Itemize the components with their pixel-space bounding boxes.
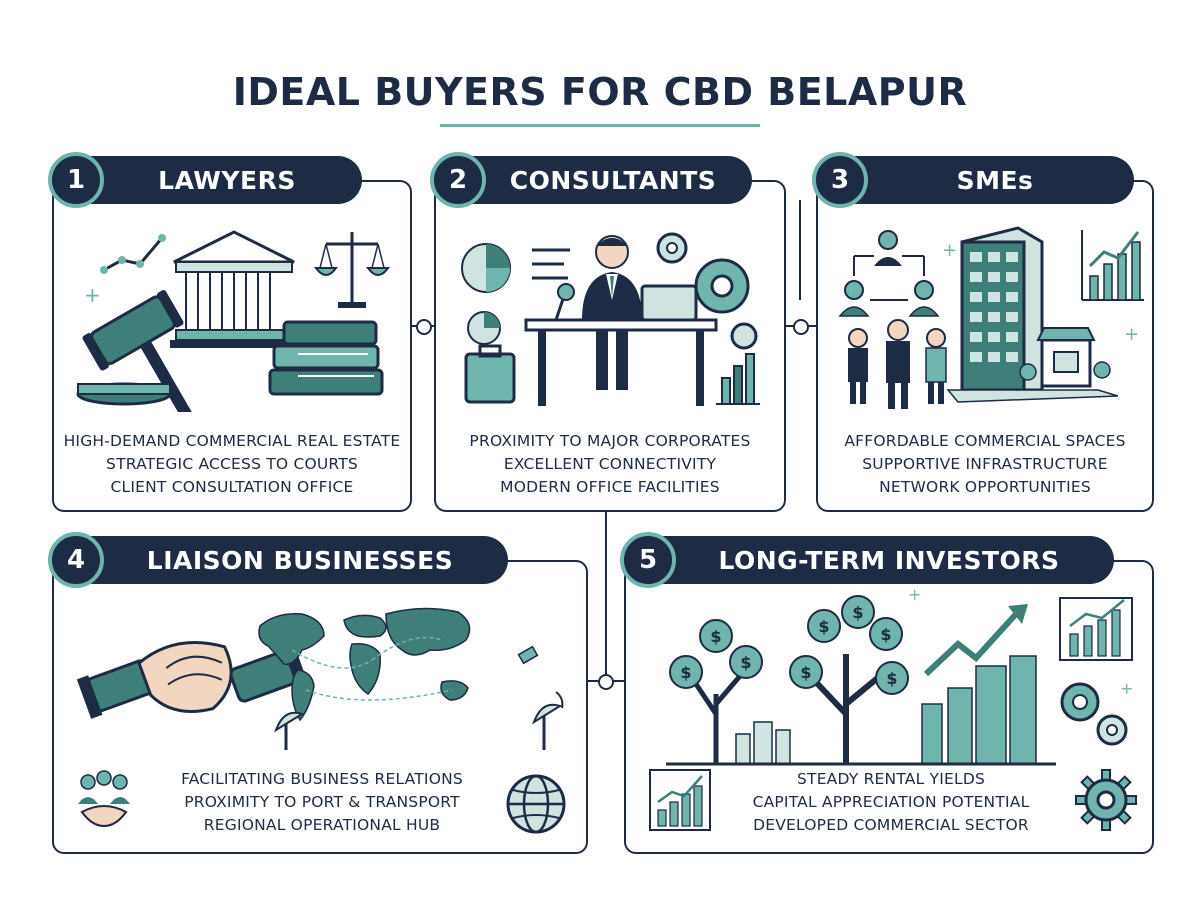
svg-text:$: $ <box>800 663 811 682</box>
benefit-line: SUPPORTIVE INFRASTRUCTURE <box>862 455 1108 473</box>
card-long-term-investors-header: LONG-TERM INVESTORS <box>628 536 1114 584</box>
card-heading: LIAISON BUSINESSES <box>146 545 454 575</box>
card-long-term-investors-text: STEADY RENTAL YIELDS CAPITAL APPRECIATIO… <box>626 768 1156 837</box>
card-lawyers: + HIGH-DEMAN <box>52 180 412 512</box>
svg-text:$: $ <box>740 653 751 672</box>
benefit-line: AFFORDABLE COMMERCIAL SPACES <box>844 432 1126 450</box>
card-number-badge: 5 <box>620 532 676 588</box>
card-long-term-investors: $ $ $ $ $ $ $ $ + + STEADY RENTAL YIELDS CAPI… <box>624 560 1154 854</box>
svg-text:+: + <box>1120 679 1133 698</box>
benefit-line: DEVELOPED COMMERCIAL SECTOR <box>753 816 1029 834</box>
benefit-line: STEADY RENTAL YIELDS <box>796 770 986 788</box>
title-underline <box>440 124 760 127</box>
benefit-line: STRATEGIC ACCESS TO COURTS <box>106 455 358 473</box>
card-number-badge: 2 <box>430 152 486 208</box>
connector-line <box>605 512 607 680</box>
benefit-line: NETWORK OPPORTUNITIES <box>879 478 1091 496</box>
consultant-at-desk-laptop-icon <box>461 232 760 406</box>
card-consultants-header: CONSULTANTS <box>438 156 752 204</box>
card-smes-text: AFFORDABLE COMMERCIAL SPACES SUPPORTIVE … <box>818 430 1152 499</box>
connector-dot <box>416 319 432 335</box>
card-smes: + <box>816 180 1154 512</box>
svg-text:$: $ <box>880 625 891 644</box>
svg-text:$: $ <box>852 603 863 622</box>
page-title: IDEAL BUYERS FOR CBD BELAPUR <box>232 70 968 114</box>
connector-dot <box>598 674 614 690</box>
globe-icon <box>506 774 566 834</box>
card-number-badge: 3 <box>812 152 868 208</box>
svg-text:$: $ <box>886 669 897 688</box>
card-heading: SMEs <box>956 165 1034 195</box>
svg-text:+: + <box>942 240 957 261</box>
benefit-line: EXCELLENT CONNECTIVITY <box>503 455 717 473</box>
card-consultants-text: PROXIMITY TO MAJOR CORPORATES EXCELLENT … <box>436 430 784 499</box>
svg-text:+: + <box>908 585 921 604</box>
connector-line <box>799 200 801 300</box>
card-smes-header: SMEs <box>820 156 1134 204</box>
svg-text:+: + <box>84 283 101 307</box>
card-consultants: PROXIMITY TO MAJOR CORPORATES EXCELLENT … <box>434 180 786 512</box>
courthouse-gavel-books-scales-icon: + <box>76 230 390 412</box>
team-handshake-icon <box>78 770 130 828</box>
benefit-line: PROXIMITY TO PORT & TRANSPORT <box>184 793 460 811</box>
benefit-line: HIGH-DEMAND COMMERCIAL REAL ESTATE <box>63 432 401 450</box>
card-lawyers-text: HIGH-DEMAND COMMERCIAL REAL ESTATE STRAT… <box>54 430 410 499</box>
growth-chart-icon <box>649 769 711 831</box>
benefit-line: REGIONAL OPERATIONAL HUB <box>203 816 441 834</box>
card-number-badge: 4 <box>48 532 104 588</box>
handshake-world-map-icon: + <box>76 607 564 750</box>
card-liaison-businesses-text: FACILITATING BUSINESS RELATIONS PROXIMIT… <box>54 768 590 837</box>
card-lawyers-header: LAWYERS <box>56 156 362 204</box>
card-heading: LONG-TERM INVESTORS <box>718 545 1060 575</box>
card-heading: CONSULTANTS <box>509 165 717 195</box>
svg-text:$: $ <box>818 617 829 636</box>
benefit-line: FACILITATING BUSINESS RELATIONS <box>181 770 463 788</box>
card-number-badge: 1 <box>48 152 104 208</box>
money-trees-growth-icon: $ $ $ $ $ $ $ $ + + <box>666 585 1133 766</box>
card-heading: LAWYERS <box>158 165 296 195</box>
office-building-team-icon: + <box>838 226 1144 409</box>
benefit-line: PROXIMITY TO MAJOR CORPORATES <box>469 432 751 450</box>
svg-text:$: $ <box>710 627 721 646</box>
benefit-line: MODERN OFFICE FACILITIES <box>500 478 720 496</box>
benefit-line: CAPITAL APPRECIATION POTENTIAL <box>752 793 1030 811</box>
svg-text:$: $ <box>680 663 691 682</box>
gear-icon <box>1075 769 1137 831</box>
card-liaison-businesses: + <box>52 560 588 854</box>
card-liaison-businesses-header: LIAISON BUSINESSES <box>56 536 508 584</box>
connector-dot <box>793 319 809 335</box>
svg-text:+: + <box>1124 324 1139 345</box>
benefit-line: CLIENT CONSULTATION OFFICE <box>110 478 354 496</box>
